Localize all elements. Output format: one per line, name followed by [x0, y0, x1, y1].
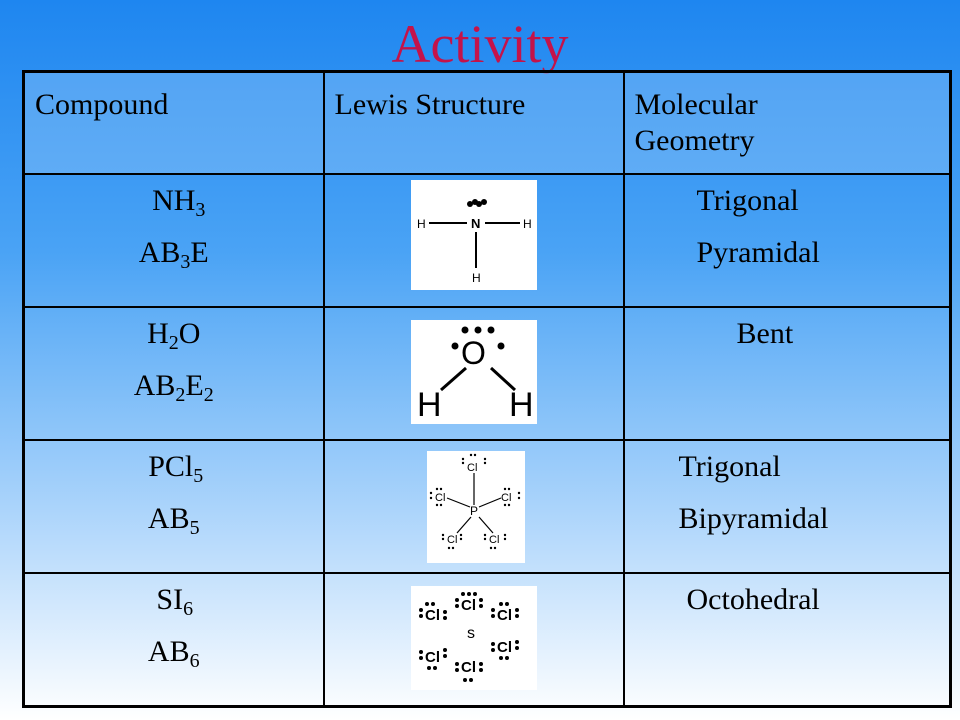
si6-cl-top: Cl — [461, 597, 476, 614]
formula: PCl5 — [148, 450, 204, 487]
lewis-cell: s Cl Cl Cl Cl Cl Cl — [322, 572, 625, 707]
geometry-cell: Bent — [622, 306, 952, 441]
pcl5-cl-top: Cl — [467, 462, 477, 474]
geometry-cell: Trigonal Bipyramidal — [622, 439, 952, 574]
header-molecular-geometry: Molecular Geometry — [622, 70, 952, 175]
activity-table: Compound Lewis Structure Molecular Geome… — [22, 70, 952, 708]
formula: NH3 — [152, 184, 206, 221]
pcl5-cl-bottom-left: Cl — [447, 534, 457, 546]
h2o-center-atom: O — [461, 335, 486, 371]
formula: H2O — [147, 317, 201, 354]
nh3-h-right: H — [523, 217, 532, 231]
h2o-h-right: H — [509, 386, 534, 424]
slide-title: Activity — [391, 14, 569, 74]
h2o-h-left: H — [417, 386, 442, 424]
pcl5-center-atom: P — [470, 504, 478, 518]
pcl5-cl-bottom-right: Cl — [489, 534, 499, 546]
compound-cell: NH3 AB3E — [22, 173, 325, 308]
table-row: PCl5 AB5 P Cl Cl Cl Cl Cl — [22, 439, 952, 574]
pcl5-cl-left: Cl — [435, 492, 445, 504]
nh3-h-bottom: H — [472, 271, 481, 285]
nh3-center-atom: N — [471, 216, 480, 231]
compound-cell: H2O AB2E2 — [22, 306, 325, 441]
lewis-cell: P Cl Cl Cl Cl Cl — [322, 439, 625, 574]
table-row: NH3 AB3E N H H H — [22, 173, 952, 308]
si6-cl-bottom-right: Cl — [497, 639, 512, 656]
vsepr-class: AB2E2 — [133, 369, 214, 406]
si6-cl-bottom-left: Cl — [425, 649, 440, 666]
header-compound: Compound — [22, 70, 325, 175]
pcl5-lewis-structure: P Cl Cl Cl Cl Cl — [426, 451, 525, 563]
table-row: SI6 AB6 s Cl Cl Cl Cl Cl Cl — [22, 572, 952, 707]
formula: SI6 — [156, 583, 194, 620]
lewis-cell: N H H H — [322, 173, 625, 308]
table-row: H2O AB2E2 O H H — [22, 306, 952, 441]
header-lewis-structure: Lewis Structure — [322, 70, 625, 175]
geometry-cell: Octohedral — [622, 572, 952, 707]
si6-cl-top-left: Cl — [425, 607, 440, 624]
vsepr-class: AB5 — [147, 502, 200, 539]
si6-cl-top-right: Cl — [497, 607, 512, 624]
nh3-h-left: H — [417, 217, 426, 231]
compound-cell: SI6 AB6 — [22, 572, 325, 707]
si6-center-atom: s — [467, 625, 475, 642]
si6-cl-bottom: Cl — [461, 659, 476, 676]
si6-lewis-structure: s Cl Cl Cl Cl Cl Cl — [410, 586, 537, 690]
header-row: Compound Lewis Structure Molecular Geome… — [22, 70, 952, 175]
h2o-lewis-structure: O H H — [410, 320, 537, 424]
geometry-cell: Trigonal Pyramidal — [622, 173, 952, 308]
nh3-lewis-structure: N H H H — [410, 180, 537, 290]
pcl5-cl-right: Cl — [501, 492, 511, 504]
vsepr-class: AB3E — [138, 236, 209, 273]
vsepr-class: AB6 — [147, 635, 200, 672]
compound-cell: PCl5 AB5 — [22, 439, 325, 574]
lewis-cell: O H H — [322, 306, 625, 441]
